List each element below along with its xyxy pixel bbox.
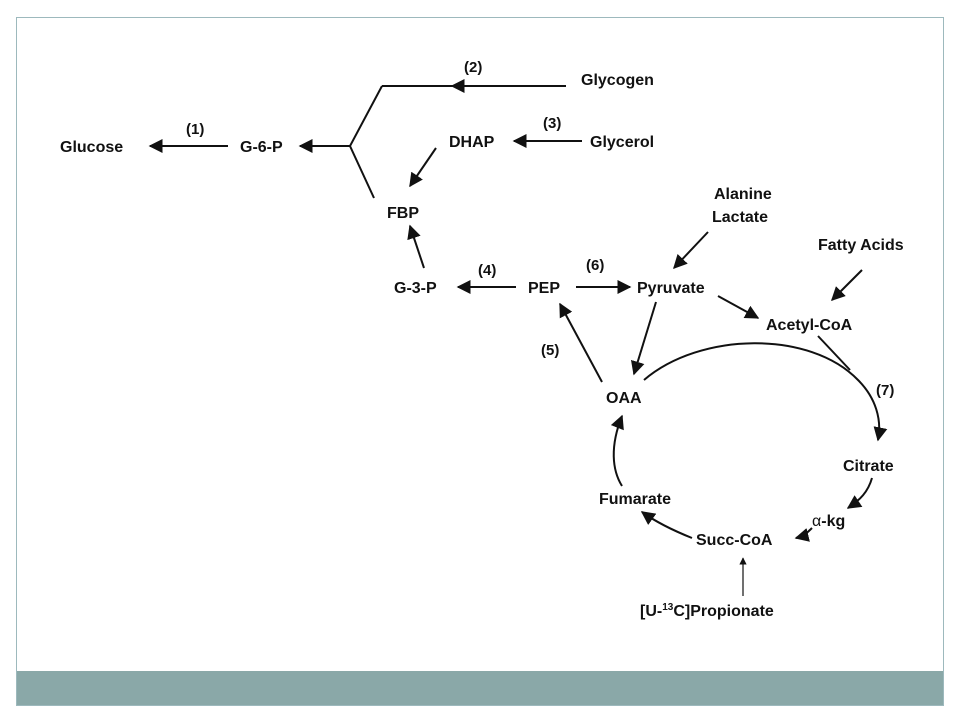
slide-footer-bar (17, 671, 943, 705)
cycle-arc-oaa-citrate (643, 342, 888, 442)
node-alpha-kg: α-kg (812, 513, 845, 530)
cycle-arc-akg-succcoa (794, 527, 813, 542)
node-g6p: G-6-P (240, 139, 283, 156)
slide-frame (16, 17, 944, 706)
step-3: (3) (543, 115, 561, 132)
node-dhap: DHAP (449, 134, 495, 151)
node-g3p: G-3-P (394, 280, 437, 297)
node-fatty-acids: Fatty Acids (818, 237, 904, 254)
arrow-alanine-pyruvate (673, 231, 709, 270)
alpha-symbol: α (812, 513, 821, 530)
arrow-pyruvate-acetylcoa (717, 295, 760, 319)
branch-line (348, 85, 383, 199)
node-fumarate: Fumarate (599, 491, 671, 508)
node-glucose: Glucose (60, 139, 123, 156)
arrow-fattyacids-acetylcoa (831, 269, 863, 301)
propionate-suffix: C]Propionate (673, 603, 774, 620)
cycle-arc-fumarate-oaa (610, 414, 624, 487)
node-lactate: Lactate (712, 209, 768, 226)
node-glycogen: Glycogen (581, 72, 654, 89)
arrow-pyruvate-oaa (630, 301, 657, 376)
propionate-sup: 13 (662, 602, 674, 613)
step-7: (7) (876, 382, 894, 399)
step-4: (4) (478, 262, 496, 279)
arrow-oaa-pep (559, 302, 603, 383)
node-acetyl-coa: Acetyl-CoA (766, 317, 853, 334)
node-fbp: FBP (387, 205, 419, 222)
node-alanine: Alanine (714, 186, 772, 203)
node-oaa: OAA (606, 390, 642, 407)
node-glycerol: Glycerol (590, 134, 654, 151)
akg-suffix: -kg (821, 513, 845, 530)
arrow-dhap-fbp (409, 147, 437, 188)
step-6: (6) (586, 257, 604, 274)
node-citrate: Citrate (843, 458, 894, 475)
step-1: (1) (186, 121, 204, 138)
node-propionate: [U-13C]Propionate (640, 602, 774, 620)
step-5: (5) (541, 342, 559, 359)
cycle-arc-succcoa-fumarate (640, 511, 693, 539)
node-pep: PEP (528, 280, 560, 297)
step-2: (2) (464, 59, 482, 76)
cycle-arc-citrate-akg (846, 477, 873, 509)
node-pyruvate: Pyruvate (637, 280, 705, 297)
node-succ-coa: Succ-CoA (696, 532, 773, 549)
arrow-acetylcoa-join (817, 335, 851, 371)
arrow-g3p-fbp (407, 224, 425, 269)
propionate-prefix: [U- (640, 603, 662, 620)
